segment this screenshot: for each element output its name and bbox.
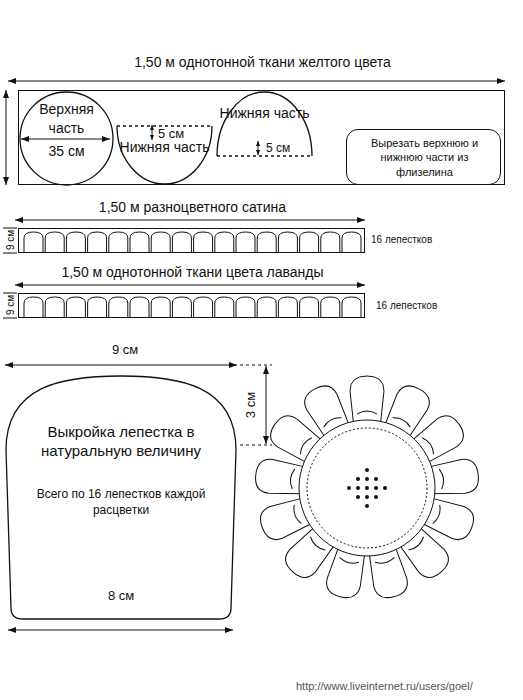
- dimension-label: 9 см: [5, 295, 17, 315]
- dimension-line: [8, 630, 233, 631]
- petal-arch: [342, 232, 361, 253]
- seam-line: [307, 428, 427, 548]
- outline: [216, 91, 313, 157]
- part-label: 1,50 м разноцветного сатина: [19, 199, 366, 216]
- part-note: 5 см: [266, 141, 311, 155]
- dot: [365, 495, 369, 499]
- petal-arch: [300, 297, 319, 318]
- petal-arch: [172, 297, 191, 318]
- tick-line: [3, 318, 17, 319]
- dot: [365, 504, 369, 508]
- petal-arch: [109, 232, 128, 253]
- petal-arch: [215, 297, 234, 318]
- petal-arch: [24, 297, 43, 318]
- petal-arch: [194, 297, 213, 318]
- petal-arch: [215, 232, 234, 253]
- dimension-line: [5, 365, 237, 366]
- part-note: Нижняя часть: [116, 139, 213, 157]
- dot: [356, 495, 360, 499]
- petal-pattern: Выкройка лепестка в натуральную величину…: [5, 375, 237, 620]
- petal-arch: [172, 232, 191, 253]
- dimension-label: 9 см: [5, 230, 17, 250]
- dot: [365, 486, 369, 490]
- half-circle-part: Нижняя часть 5 см: [216, 91, 313, 157]
- flower-dots: [347, 468, 387, 508]
- part-label: Нижняя часть: [216, 105, 313, 123]
- petal-arch: [321, 232, 340, 253]
- petal-arch: [342, 297, 361, 318]
- petal-arch: [151, 232, 170, 253]
- dimension-line: [21, 139, 110, 140]
- petal-arch: [45, 297, 64, 318]
- petal-arch: [257, 297, 276, 318]
- petal-arch: [88, 297, 107, 318]
- dimension-line: [152, 125, 153, 140]
- flower-center: [299, 420, 435, 556]
- dot: [356, 486, 360, 490]
- dot: [374, 486, 378, 490]
- petal-arch: [278, 232, 297, 253]
- tick-line: [3, 253, 17, 254]
- part-label: Верхняя часть: [26, 100, 107, 138]
- petal-arch: [236, 232, 255, 253]
- part-label: 1,50 м однотонной ткани цвета лаванды: [19, 264, 366, 281]
- dimension-label: 3 см: [244, 392, 259, 418]
- petal-arch: [24, 232, 43, 253]
- petal-arch: [66, 297, 85, 318]
- part-note: Всего по 16 лепестков каждой расцветки: [35, 487, 207, 518]
- part-label: Выкройка лепестка в натуральную величину: [23, 423, 219, 461]
- petal-arch: [257, 232, 276, 253]
- dashed-line: [240, 445, 272, 446]
- dimension-line: [266, 366, 267, 444]
- petal-arch: [130, 297, 149, 318]
- dimension-label: 16 лепестков: [371, 234, 432, 246]
- dot: [383, 486, 387, 490]
- dimension-line: [15, 220, 365, 221]
- petal-arch: [236, 297, 255, 318]
- dot: [356, 477, 360, 481]
- petal-arch: [194, 232, 213, 253]
- dot: [365, 477, 369, 481]
- note-box: Вырезать верхнюю и нижнюю части из флизе…: [346, 129, 501, 185]
- fabric-strip: 1,50 м разноцветного сатина: [18, 228, 365, 253]
- tick-line: [3, 293, 17, 294]
- petal-arch: [151, 297, 170, 318]
- part-label: 1,50 м однотонной ткани желтого цвета: [19, 54, 506, 71]
- dimension-line: [6, 90, 7, 185]
- fabric-strip: 1,50 м однотонной ткани цвета лаванды: [18, 293, 365, 318]
- dimension-line: [258, 141, 259, 155]
- petal-arch: [278, 297, 297, 318]
- half-circle-part: 5 смНижняя часть: [116, 125, 213, 185]
- dot: [374, 495, 378, 499]
- tick-line: [3, 228, 17, 229]
- dimension-label: 8 см: [108, 589, 134, 604]
- dimension-label: 16 лепестков: [376, 300, 437, 312]
- dot: [347, 486, 351, 490]
- part-note: 35 см: [19, 143, 114, 160]
- petal-arch: [109, 297, 128, 318]
- dimension-label: 9 см: [112, 343, 138, 358]
- fabric-piece: 1,50 м однотонной ткани желтого цветаВер…: [18, 90, 505, 185]
- dot: [374, 477, 378, 481]
- petal-arch: [45, 232, 64, 253]
- part-label: Вырезать верхнюю и нижнюю части из флизе…: [353, 136, 496, 179]
- watermark: http://www.liveinternet.ru/users/goel/: [296, 680, 473, 693]
- petal-arch: [321, 297, 340, 318]
- dashed-line: [240, 365, 272, 366]
- dot: [365, 468, 369, 472]
- petal-arch: [130, 232, 149, 253]
- flower-petals: [254, 376, 480, 601]
- petal-arch: [300, 232, 319, 253]
- dimension-line: [15, 285, 365, 286]
- dimension-line: [8, 81, 505, 82]
- circle-part: Верхняя часть 35 см: [19, 91, 114, 186]
- petal-arch: [88, 232, 107, 253]
- petal-arch: [66, 232, 85, 253]
